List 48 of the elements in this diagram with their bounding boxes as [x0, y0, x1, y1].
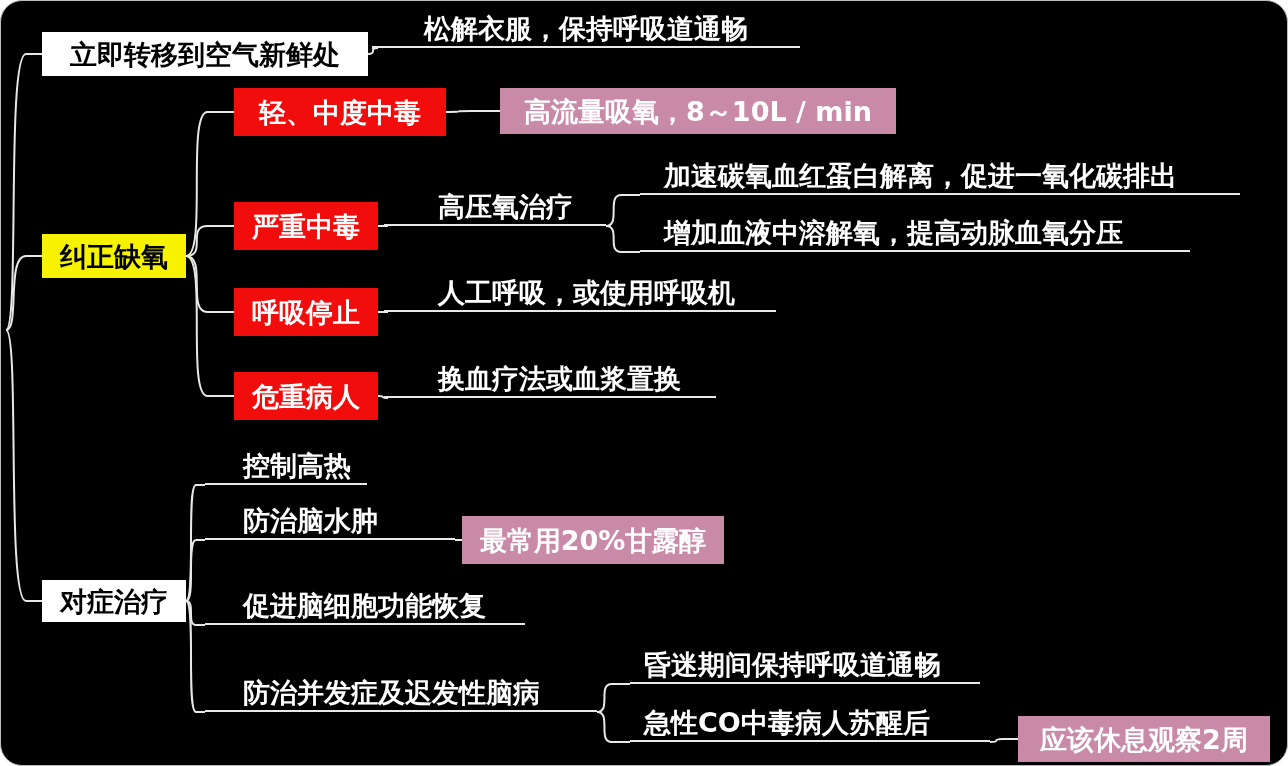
- branch-text: 防治脑水肿: [243, 507, 378, 534]
- branch-line: [5, 53, 43, 331]
- branch-line: [185, 111, 235, 257]
- branch-text: 加速碳氧血红蛋白解离，促进一氧化碳排出: [664, 162, 1177, 189]
- branch-line: [445, 110, 501, 113]
- branch-line: [5, 255, 43, 331]
- branch-text: 昏迷期间保持呼吸道通畅: [644, 651, 941, 678]
- branch-text: 松解衣服，保持呼吸道通畅: [424, 15, 748, 42]
- branch-text: 防治并发症及迟发性脑病: [243, 679, 540, 706]
- topic-label: 高流量吸氧，8～10L / min: [524, 97, 872, 125]
- topic-label: 危重病人: [252, 382, 360, 410]
- subtopic-box: [234, 288, 378, 336]
- subtopic-box: [234, 202, 378, 250]
- branch-line: [185, 255, 235, 397]
- branch-line: [185, 600, 206, 626]
- branch-text: 控制高热: [243, 452, 351, 479]
- topic-label: 严重中毒: [252, 212, 360, 240]
- branch-text: 增加血液中溶解氧，提高动脉血氧分压: [664, 219, 1123, 246]
- branch-text: 促进脑细胞功能恢复: [243, 592, 486, 619]
- topic-box: [42, 580, 186, 622]
- topic-label: 应该休息观察2周: [1040, 725, 1248, 753]
- topic-label: 呼吸停止: [252, 298, 360, 326]
- branch-line: [605, 225, 641, 253]
- note-box: [500, 88, 896, 134]
- branch-text: 换血疗法或血浆置换: [438, 365, 681, 392]
- note-box: [1018, 716, 1270, 762]
- branch-text: 人工呼吸，或使用呼吸机: [438, 279, 735, 306]
- topic-label: 纠正缺氧: [60, 242, 168, 270]
- branch-line: [185, 600, 206, 713]
- subtopic-box: [234, 88, 446, 136]
- branch-line: [185, 484, 206, 602]
- branch-line: [367, 47, 379, 55]
- branch-text: 高压氧治疗: [438, 193, 573, 220]
- topic-label: 立即转移到空气新鲜处: [70, 40, 340, 68]
- subtopic-box: [234, 372, 378, 420]
- topic-box: [42, 234, 186, 278]
- branch-line: [989, 738, 1019, 743]
- branch-line: [5, 329, 43, 602]
- note-box: [462, 516, 724, 564]
- topic-label: 对症治疗: [60, 587, 168, 615]
- branch-text: 急性CO中毒病人苏醒后: [644, 709, 930, 736]
- branch-line: [185, 255, 235, 313]
- topic-label: 最常用20%甘露醇: [479, 526, 707, 554]
- branch-line: [185, 539, 206, 602]
- topic-label: 轻、中度中毒: [259, 98, 421, 126]
- topic-box: [42, 32, 368, 76]
- branch-line: [596, 711, 631, 743]
- branch-line: [605, 194, 641, 227]
